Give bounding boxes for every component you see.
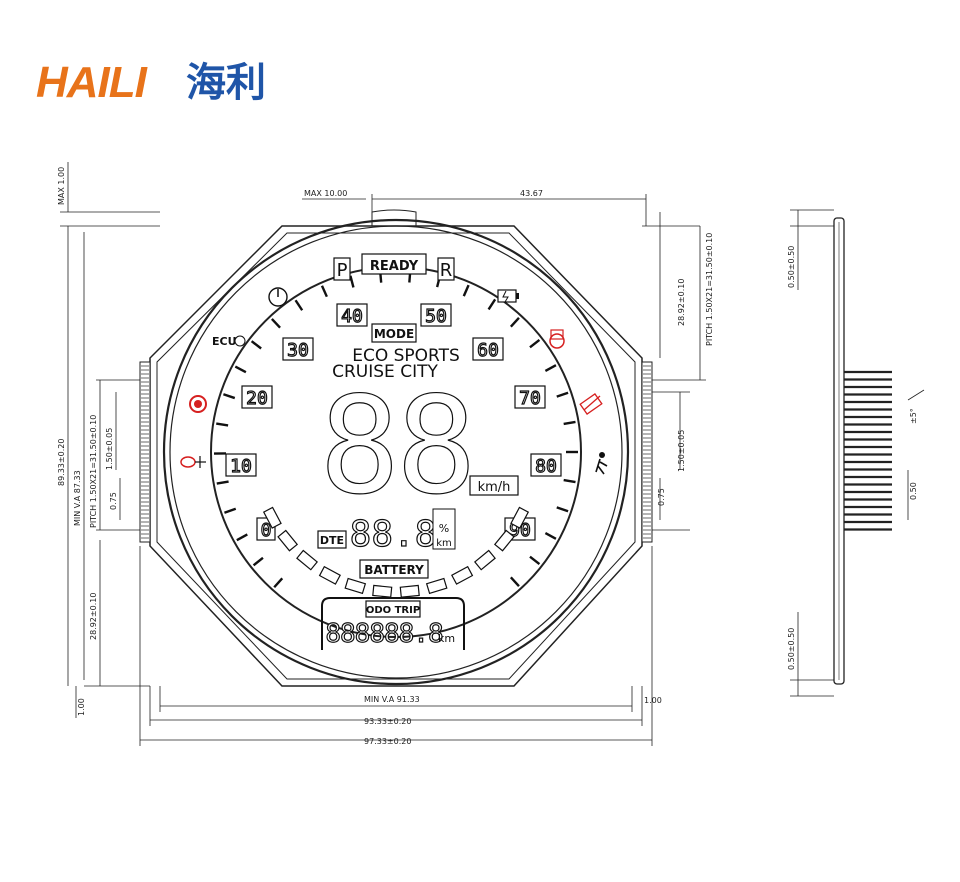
battery-segment <box>262 506 282 529</box>
svg-text:70: 70 <box>519 388 541 409</box>
svg-text:28.92±0.10: 28.92±0.10 <box>89 593 98 640</box>
svg-text:km: km <box>436 538 452 549</box>
battery-segment <box>473 549 496 571</box>
svg-text:1.50±0.05: 1.50±0.05 <box>677 430 686 472</box>
svg-text:50: 50 <box>425 306 447 327</box>
svg-text:±5°: ±5° <box>909 408 918 424</box>
battery-segment <box>510 506 530 529</box>
battery-segment <box>372 584 393 598</box>
svg-text:40: 40 <box>341 306 363 327</box>
svg-text:ECU: ECU <box>212 335 237 348</box>
scale-label-70: 70 <box>514 385 546 410</box>
svg-text:P: P <box>337 260 348 281</box>
svg-text:ODO TRIP: ODO TRIP <box>366 605 420 616</box>
svg-text:0.75: 0.75 <box>109 492 118 510</box>
battery-segment <box>399 584 420 598</box>
charging-battery-icon <box>497 289 519 303</box>
battery-bar <box>262 506 530 598</box>
svg-text:0.75: 0.75 <box>657 488 666 506</box>
dial-circles <box>162 218 630 686</box>
svg-text:1.00: 1.00 <box>644 696 662 705</box>
dte-unit-box: % km <box>432 508 456 550</box>
svg-text:28.92±0.10: 28.92±0.10 <box>677 279 686 326</box>
svg-text:88: 88 <box>319 368 472 524</box>
battery-segment <box>277 529 299 552</box>
svg-text:PITCH 1.50X21=31.50±0.10: PITCH 1.50X21=31.50±0.10 <box>89 415 98 528</box>
mode-cruise-city: CRUISE CITY <box>332 362 438 382</box>
svg-text:MAX 10.00: MAX 10.00 <box>304 189 347 198</box>
svg-text:0.50: 0.50 <box>909 482 918 500</box>
mode-eco-sports: ECO SPORTS <box>352 346 460 366</box>
svg-text:MAX 1.00: MAX 1.00 <box>57 167 66 205</box>
svg-text:10: 10 <box>230 456 252 477</box>
battery-label: BATTERY <box>359 559 429 579</box>
svg-text:0.50±0.50: 0.50±0.50 <box>787 246 796 288</box>
svg-text:MODE: MODE <box>374 327 414 341</box>
scale-label-60: 60 <box>472 337 504 362</box>
scale-label-20: 20 <box>241 385 273 410</box>
right-pin-strip <box>641 361 653 543</box>
svg-text:R: R <box>440 260 453 281</box>
battery-segment <box>344 577 367 595</box>
ready-indicator: READY <box>361 253 427 275</box>
svg-text:DTE: DTE <box>320 534 344 547</box>
top-tab <box>371 209 417 226</box>
svg-text:89.33±0.20: 89.33±0.20 <box>57 439 66 486</box>
battery-segment <box>451 565 474 585</box>
svg-text:MIN V.A 91.33: MIN V.A 91.33 <box>364 695 420 704</box>
side-view: 0.50±0.50 0.50±0.50 ±5° 0.50 <box>787 209 925 697</box>
svg-text:0: 0 <box>261 520 272 541</box>
odo-panel: ODO TRIP 888888.8 km <box>321 597 465 650</box>
scale-label-40: 40 <box>336 303 368 328</box>
brand-name-latin: HAILI <box>36 58 147 107</box>
svg-text:PITCH 1.50X21=31.50±0.10: PITCH 1.50X21=31.50±0.10 <box>705 233 714 346</box>
gear-r-indicator: R <box>437 257 455 281</box>
battery-segment <box>296 549 319 571</box>
svg-text:MIN V.A 87.33: MIN V.A 87.33 <box>73 470 82 526</box>
dial-ticks <box>213 270 578 589</box>
svg-text:60: 60 <box>477 340 499 361</box>
battery-segment <box>493 529 515 552</box>
scale-label-30: 30 <box>282 337 314 362</box>
dimension-annotations: MAX 10.00 43.67 MAX 1.00 89.33±0.20 MIN … <box>57 162 714 746</box>
temperature-icon <box>180 456 206 468</box>
svg-text:1.00: 1.00 <box>77 698 86 716</box>
svg-text:888888.8: 888888.8 <box>325 619 442 649</box>
svg-text:80: 80 <box>535 456 557 477</box>
svg-text:0.50±0.50: 0.50±0.50 <box>787 628 796 670</box>
scale-label-10: 10 <box>225 453 257 478</box>
walk-assist-icon <box>595 452 608 475</box>
svg-text:97.33±0.20: 97.33±0.20 <box>364 737 411 746</box>
left-pin-strip <box>139 361 151 543</box>
battery-segment <box>425 577 448 595</box>
svg-text:BATTERY: BATTERY <box>364 563 424 577</box>
svg-text:1.50±0.05: 1.50±0.05 <box>105 428 114 470</box>
svg-text:20: 20 <box>246 388 268 409</box>
svg-text:43.67: 43.67 <box>520 189 543 198</box>
brake-warning-icon <box>189 395 207 413</box>
ecu-warning-icon: ECU <box>212 335 246 348</box>
svg-text:km/h: km/h <box>478 480 511 495</box>
low-battery-icon <box>579 393 603 415</box>
svg-text:%: % <box>439 522 449 535</box>
battery-segment <box>318 565 341 585</box>
speed-readout: 88 <box>319 367 478 524</box>
brand-logo: HAILI 海利 <box>36 58 336 108</box>
svg-text:93.33±0.20: 93.33±0.20 <box>364 717 411 726</box>
brand-name-chinese: 海利 <box>186 60 266 106</box>
mode-label: MODE <box>371 323 417 343</box>
dte-label: DTE <box>317 530 347 549</box>
scale-label-50: 50 <box>420 303 452 328</box>
gear-p-indicator: P <box>333 257 351 281</box>
svg-text:km: km <box>438 632 455 645</box>
dte-readout: 88.8 <box>350 514 437 555</box>
power-icon <box>268 287 288 307</box>
scale-label-80: 80 <box>530 453 562 478</box>
svg-text:30: 30 <box>287 340 309 361</box>
motor-fault-icon <box>549 329 565 349</box>
svg-text:READY: READY <box>370 259 419 274</box>
speed-unit-label: km/h <box>469 475 519 496</box>
